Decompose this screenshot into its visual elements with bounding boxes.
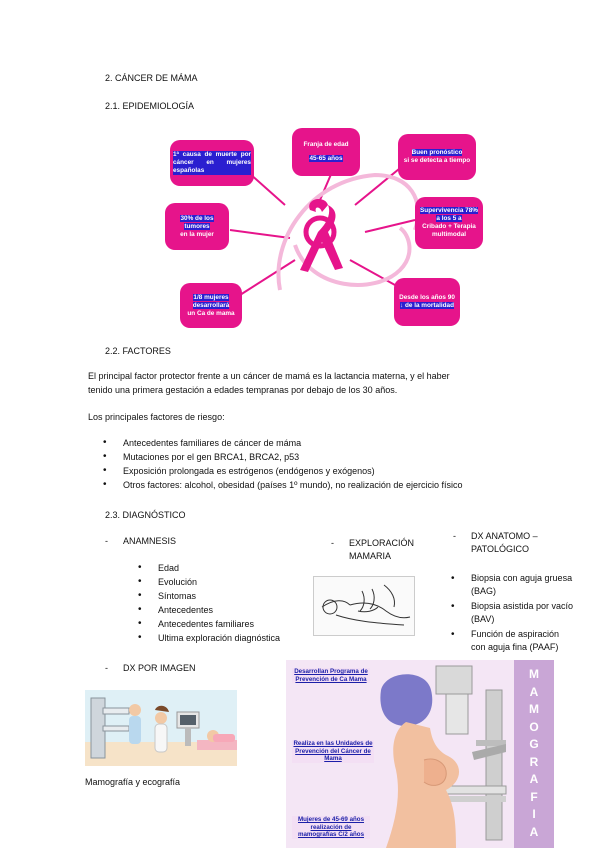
mamografia-drawing	[380, 660, 554, 848]
mamografia-note-programa: Desarrollan Programa de Prevención de Ca…	[292, 668, 370, 683]
section-title: 2. CÁNCER DE MÁMA	[105, 73, 198, 83]
epi-box-supervivencia: Supervivencia 78% a los 5 a Cribado + Te…	[415, 197, 483, 249]
list-item: Mutaciones por el gen BRCA1, BRCA2, p53	[103, 450, 462, 464]
imagen-caption: Mamografía y ecografía	[85, 777, 181, 787]
list-item: Ultima exploración diagnóstica	[138, 631, 280, 645]
mamografia-note-mujeres: Mujeres de 45-69 años realización de mam…	[292, 816, 370, 839]
factores-heading: 2.2. FACTORES	[105, 346, 171, 356]
epi-box-causa-muerte: 1ª causa de muerte por cáncer en mujeres…	[170, 140, 254, 186]
exploracion-illustration	[313, 576, 415, 636]
imagen-dash: -	[105, 663, 108, 673]
factores-paragraph-line1: El principal factor protector frente a u…	[88, 371, 450, 381]
list-item: Síntomas	[138, 589, 280, 603]
infographic-background	[229, 159, 421, 296]
anamnesis-title: ANAMNESIS	[123, 536, 177, 546]
list-item: Antecedentes familiares de cáncer de mám…	[103, 436, 462, 450]
exploracion-dash: -	[331, 538, 334, 548]
mamografia-graphic: M A M O G R A F I A Desarrollan Programa…	[286, 660, 554, 848]
anamnesis-dash: -	[105, 536, 108, 546]
epi-box-franja-edad: Franja de edad 45-65 años	[292, 128, 360, 176]
anatomo-title-line1: DX ANATOMO –	[471, 531, 538, 541]
mamografia-note-unidades: Realiza en las Unidades de Prevención de…	[292, 740, 374, 763]
epi-box-buen-pronostico: Buen pronóstico si se detecta a tiempo	[398, 134, 476, 180]
anatomo-title-line2: PATOLÓGICO	[471, 544, 530, 554]
anatomo-dash: -	[453, 531, 456, 541]
list-item: Biopsia con aguja gruesa(BAG)	[451, 572, 573, 598]
factores-paragraph-line2: tenido una primera gestación a edades te…	[88, 385, 398, 395]
exploracion-title-line2: MAMARIA	[349, 551, 392, 561]
exploracion-title-line1: EXPLORACIÓN	[349, 538, 415, 548]
anamnesis-list: Edad Evolución Síntomas Antecedentes Ant…	[138, 561, 280, 645]
list-item: Evolución	[138, 575, 280, 589]
epidemiology-infographic: 1ª causa de muerte por cáncer en mujeres…	[160, 120, 490, 335]
list-item: Biopsia asistida por vacío(BAV)	[451, 600, 573, 626]
list-item: Antecedentes	[138, 603, 280, 617]
epi-box-mortalidad: Desde los años 90 ↓ de la mortalidad	[394, 278, 460, 326]
anatomo-list: Biopsia con aguja gruesa(BAG) Biopsia as…	[451, 572, 573, 654]
epi-box-una-de-ocho: 1/8 mujeres desarrollará un Ca de mama	[180, 283, 242, 328]
list-item: Edad	[138, 561, 280, 575]
diagnostico-heading: 2.3. DIAGNÓSTICO	[105, 510, 186, 520]
vertical-word-mamografia: M A M O G R A F I A	[529, 667, 539, 839]
epi-box-tumores: 30% de los tumores en la mujer	[165, 203, 229, 250]
list-item: Otros factores: alcohol, obesidad (paíse…	[103, 478, 462, 492]
mamografia-ecografia-illustration	[85, 690, 237, 766]
riesgo-list: Antecedentes familiares de cáncer de mám…	[103, 436, 462, 492]
riesgo-intro: Los principales factores de riesgo:	[88, 412, 225, 422]
list-item: Antecedentes familiares	[138, 617, 280, 631]
list-item: Exposición prolongada es estrógenos (end…	[103, 464, 462, 478]
epidemiologia-heading: 2.1. EPIDEMIOLOGÍA	[105, 101, 195, 111]
imagen-title: DX POR IMAGEN	[123, 663, 196, 673]
